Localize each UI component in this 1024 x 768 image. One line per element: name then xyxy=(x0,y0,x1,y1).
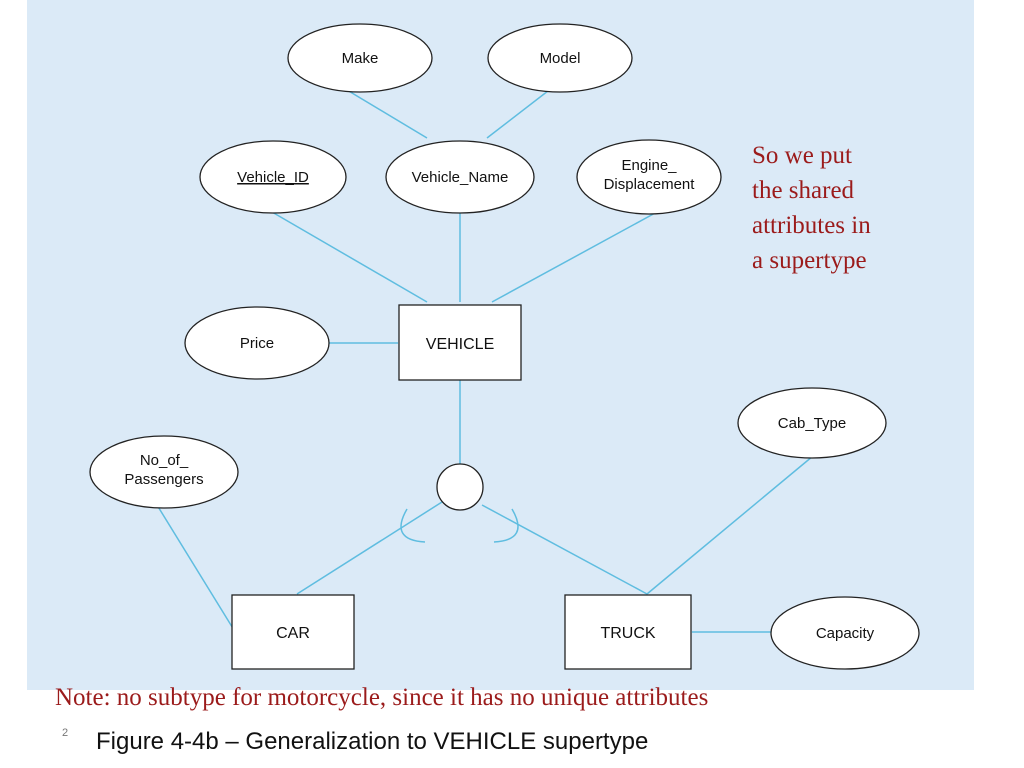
attribute-engine-displacement: Engine_ Displacement xyxy=(576,139,722,215)
generalization-circle xyxy=(436,463,484,511)
attribute-price-label: Price xyxy=(240,335,274,352)
side-note-line: a supertype xyxy=(752,247,867,274)
attribute-vehicle-name: Vehicle_Name xyxy=(385,140,535,214)
side-note-line: the shared xyxy=(752,177,855,204)
attribute-make-label: Make xyxy=(342,50,379,67)
subset-symbol-truck xyxy=(493,508,519,543)
entity-car-label: CAR xyxy=(276,625,310,642)
subset-symbol-car xyxy=(400,508,426,543)
entity-truck-label: TRUCK xyxy=(600,625,655,642)
entity-car: CAR xyxy=(231,594,355,670)
entity-vehicle: VEHICLE xyxy=(398,304,522,381)
entity-truck: TRUCK xyxy=(564,594,692,670)
attribute-cab-type-label: Cab_Type xyxy=(778,415,846,432)
er-diagram: Make Model Vehicle_ID Vehicle_Name Engin… xyxy=(89,23,920,670)
attribute-make: Make xyxy=(287,23,433,93)
attribute-vehicle-name-label: Vehicle_Name xyxy=(412,169,509,186)
figure-caption: Figure 4-4b – Generalization to VEHICLE … xyxy=(96,728,649,755)
side-note-line: attributes in xyxy=(752,212,871,239)
attribute-vehicle-id: Vehicle_ID xyxy=(199,140,347,214)
attribute-no-of-passengers-line2: Passengers xyxy=(124,471,203,488)
attribute-cab-type: Cab_Type xyxy=(737,387,887,459)
line-cabtype-truck xyxy=(646,455,814,595)
slide-number: 2 xyxy=(62,727,69,739)
connector-lines xyxy=(156,83,814,633)
attribute-model-label: Model xyxy=(540,50,581,67)
attribute-vehicle-id-label: Vehicle_ID xyxy=(237,169,309,186)
attribute-engine-displacement-line2: Displacement xyxy=(604,176,696,193)
attribute-price: Price xyxy=(184,306,330,380)
attribute-capacity: Capacity xyxy=(770,596,920,670)
attribute-model: Model xyxy=(487,23,633,93)
line-passengers-car xyxy=(156,504,235,631)
attribute-no-of-passengers: No_of_ Passengers xyxy=(89,435,239,509)
attribute-engine-displacement-line1: Engine_ xyxy=(621,157,677,174)
entity-vehicle-label: VEHICLE xyxy=(426,336,494,353)
bottom-note: Note: no subtype for motorcycle, since i… xyxy=(55,684,709,711)
attribute-no-of-passengers-line1: No_of_ xyxy=(140,452,189,469)
line-model-vehicle-name xyxy=(486,83,558,139)
line-circle-car xyxy=(296,501,443,595)
line-circle-truck xyxy=(481,504,648,595)
line-engine-vehicle xyxy=(491,211,658,303)
line-vehicle-id-vehicle xyxy=(271,211,428,303)
attribute-capacity-label: Capacity xyxy=(816,625,875,642)
side-note-line: So we put xyxy=(752,142,852,169)
line-make-vehicle-name xyxy=(336,83,428,139)
side-note: So we put the shared attributes in a sup… xyxy=(752,138,952,278)
diagram-panel: Make Model Vehicle_ID Vehicle_Name Engin… xyxy=(27,0,974,690)
